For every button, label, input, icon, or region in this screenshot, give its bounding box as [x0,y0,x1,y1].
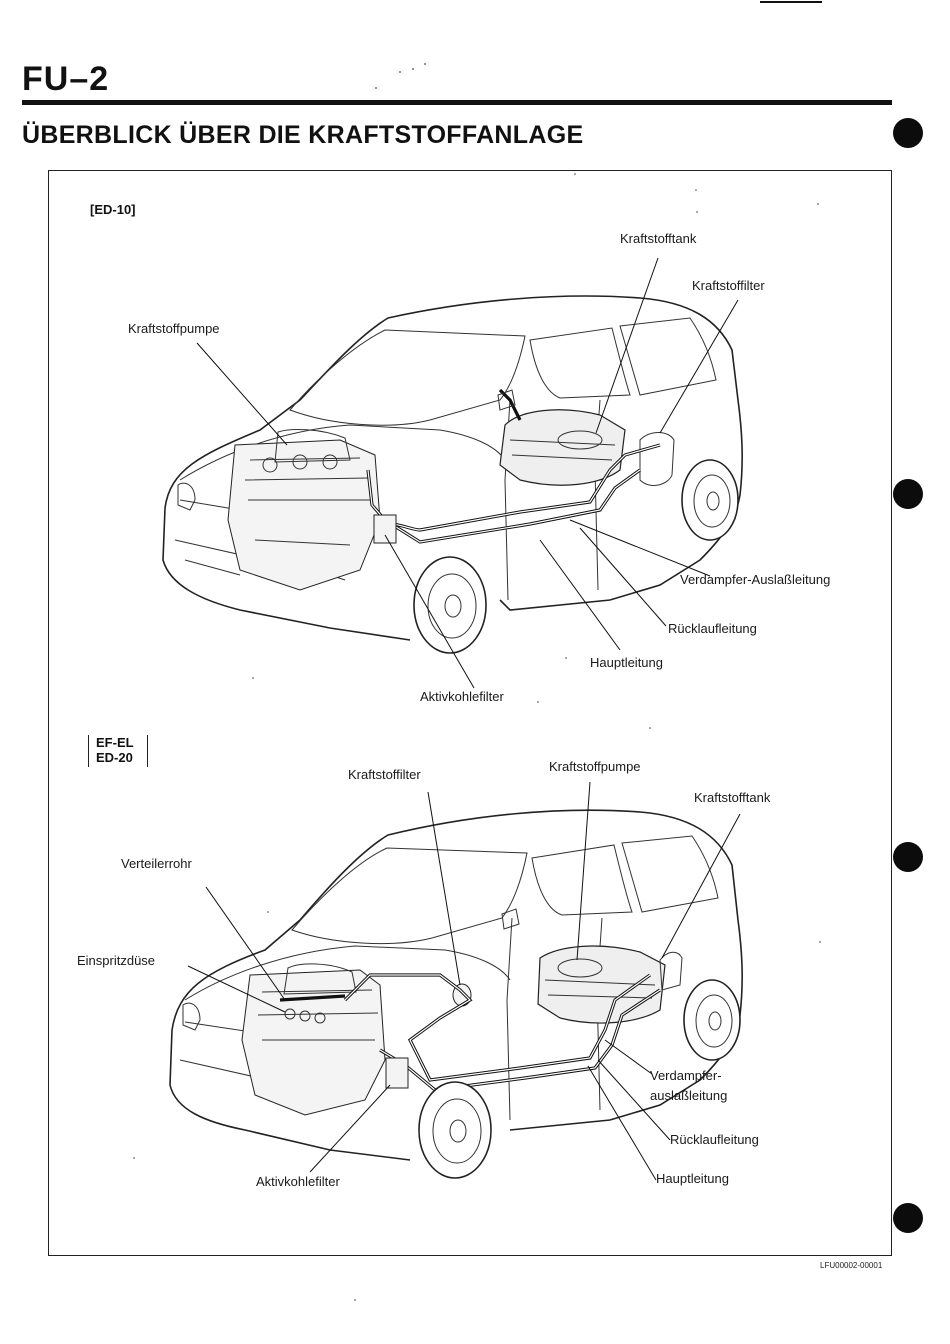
label-vapor-vent-line-2: auslaßleitung [650,1088,728,1103]
variant-bracket-ef-el-ed20: EF-EL ED-20 [88,735,148,767]
binder-hole-mark [893,1203,923,1233]
scan-specks [133,63,821,1301]
label-fuel-pump: Kraftstoffpumpe [128,321,220,336]
label-vapor-vent-line-1: Verdampfer- [650,1068,722,1083]
label-charcoal-canister: Aktivkohlefilter [256,1174,340,1189]
label-fuel-rail: Verteilerrohr [121,856,192,871]
car-bottom [169,809,743,1179]
label-return-line: Rücklaufleitung [668,621,757,636]
diagram-frame [48,170,892,1256]
variant-label-ed20: ED-20 [96,750,133,765]
variant-label-ed10: [ED-10] [90,202,136,217]
label-main-line: Hauptleitung [656,1171,729,1186]
label-fuel-filter: Kraftstoffilter [692,278,765,293]
label-fuel-filter: Kraftstoffilter [348,767,421,782]
header-rule [22,100,892,105]
label-fuel-tank: Kraftstofftank [620,231,697,246]
label-fuel-pump: Kraftstoffpumpe [549,759,641,774]
page-number: FU–2 [22,60,110,98]
binder-hole-mark [893,842,923,872]
binder-hole-mark [893,118,923,148]
label-main-line: Hauptleitung [590,655,663,670]
variant-label-ef-el: EF-EL [96,735,134,750]
top-edge-rule [760,1,822,3]
leader-lines-top [196,257,739,689]
page-title: ÜBERBLICK ÜBER DIE KRAFTSTOFFANLAGE [22,121,584,149]
label-injector: Einspritzdüse [77,953,156,968]
label-return-line: Rücklaufleitung [670,1132,759,1147]
document-code: LFU00002-00001 [820,1261,883,1270]
car-top [162,295,743,654]
label-charcoal-canister: Aktivkohlefilter [420,689,504,704]
leader-lines-bottom [187,781,741,1181]
label-fuel-tank: Kraftstofftank [694,790,771,805]
label-vapor-vent-line: Verdampfer-Auslaßleitung [680,572,831,587]
binder-hole-mark [893,479,923,509]
